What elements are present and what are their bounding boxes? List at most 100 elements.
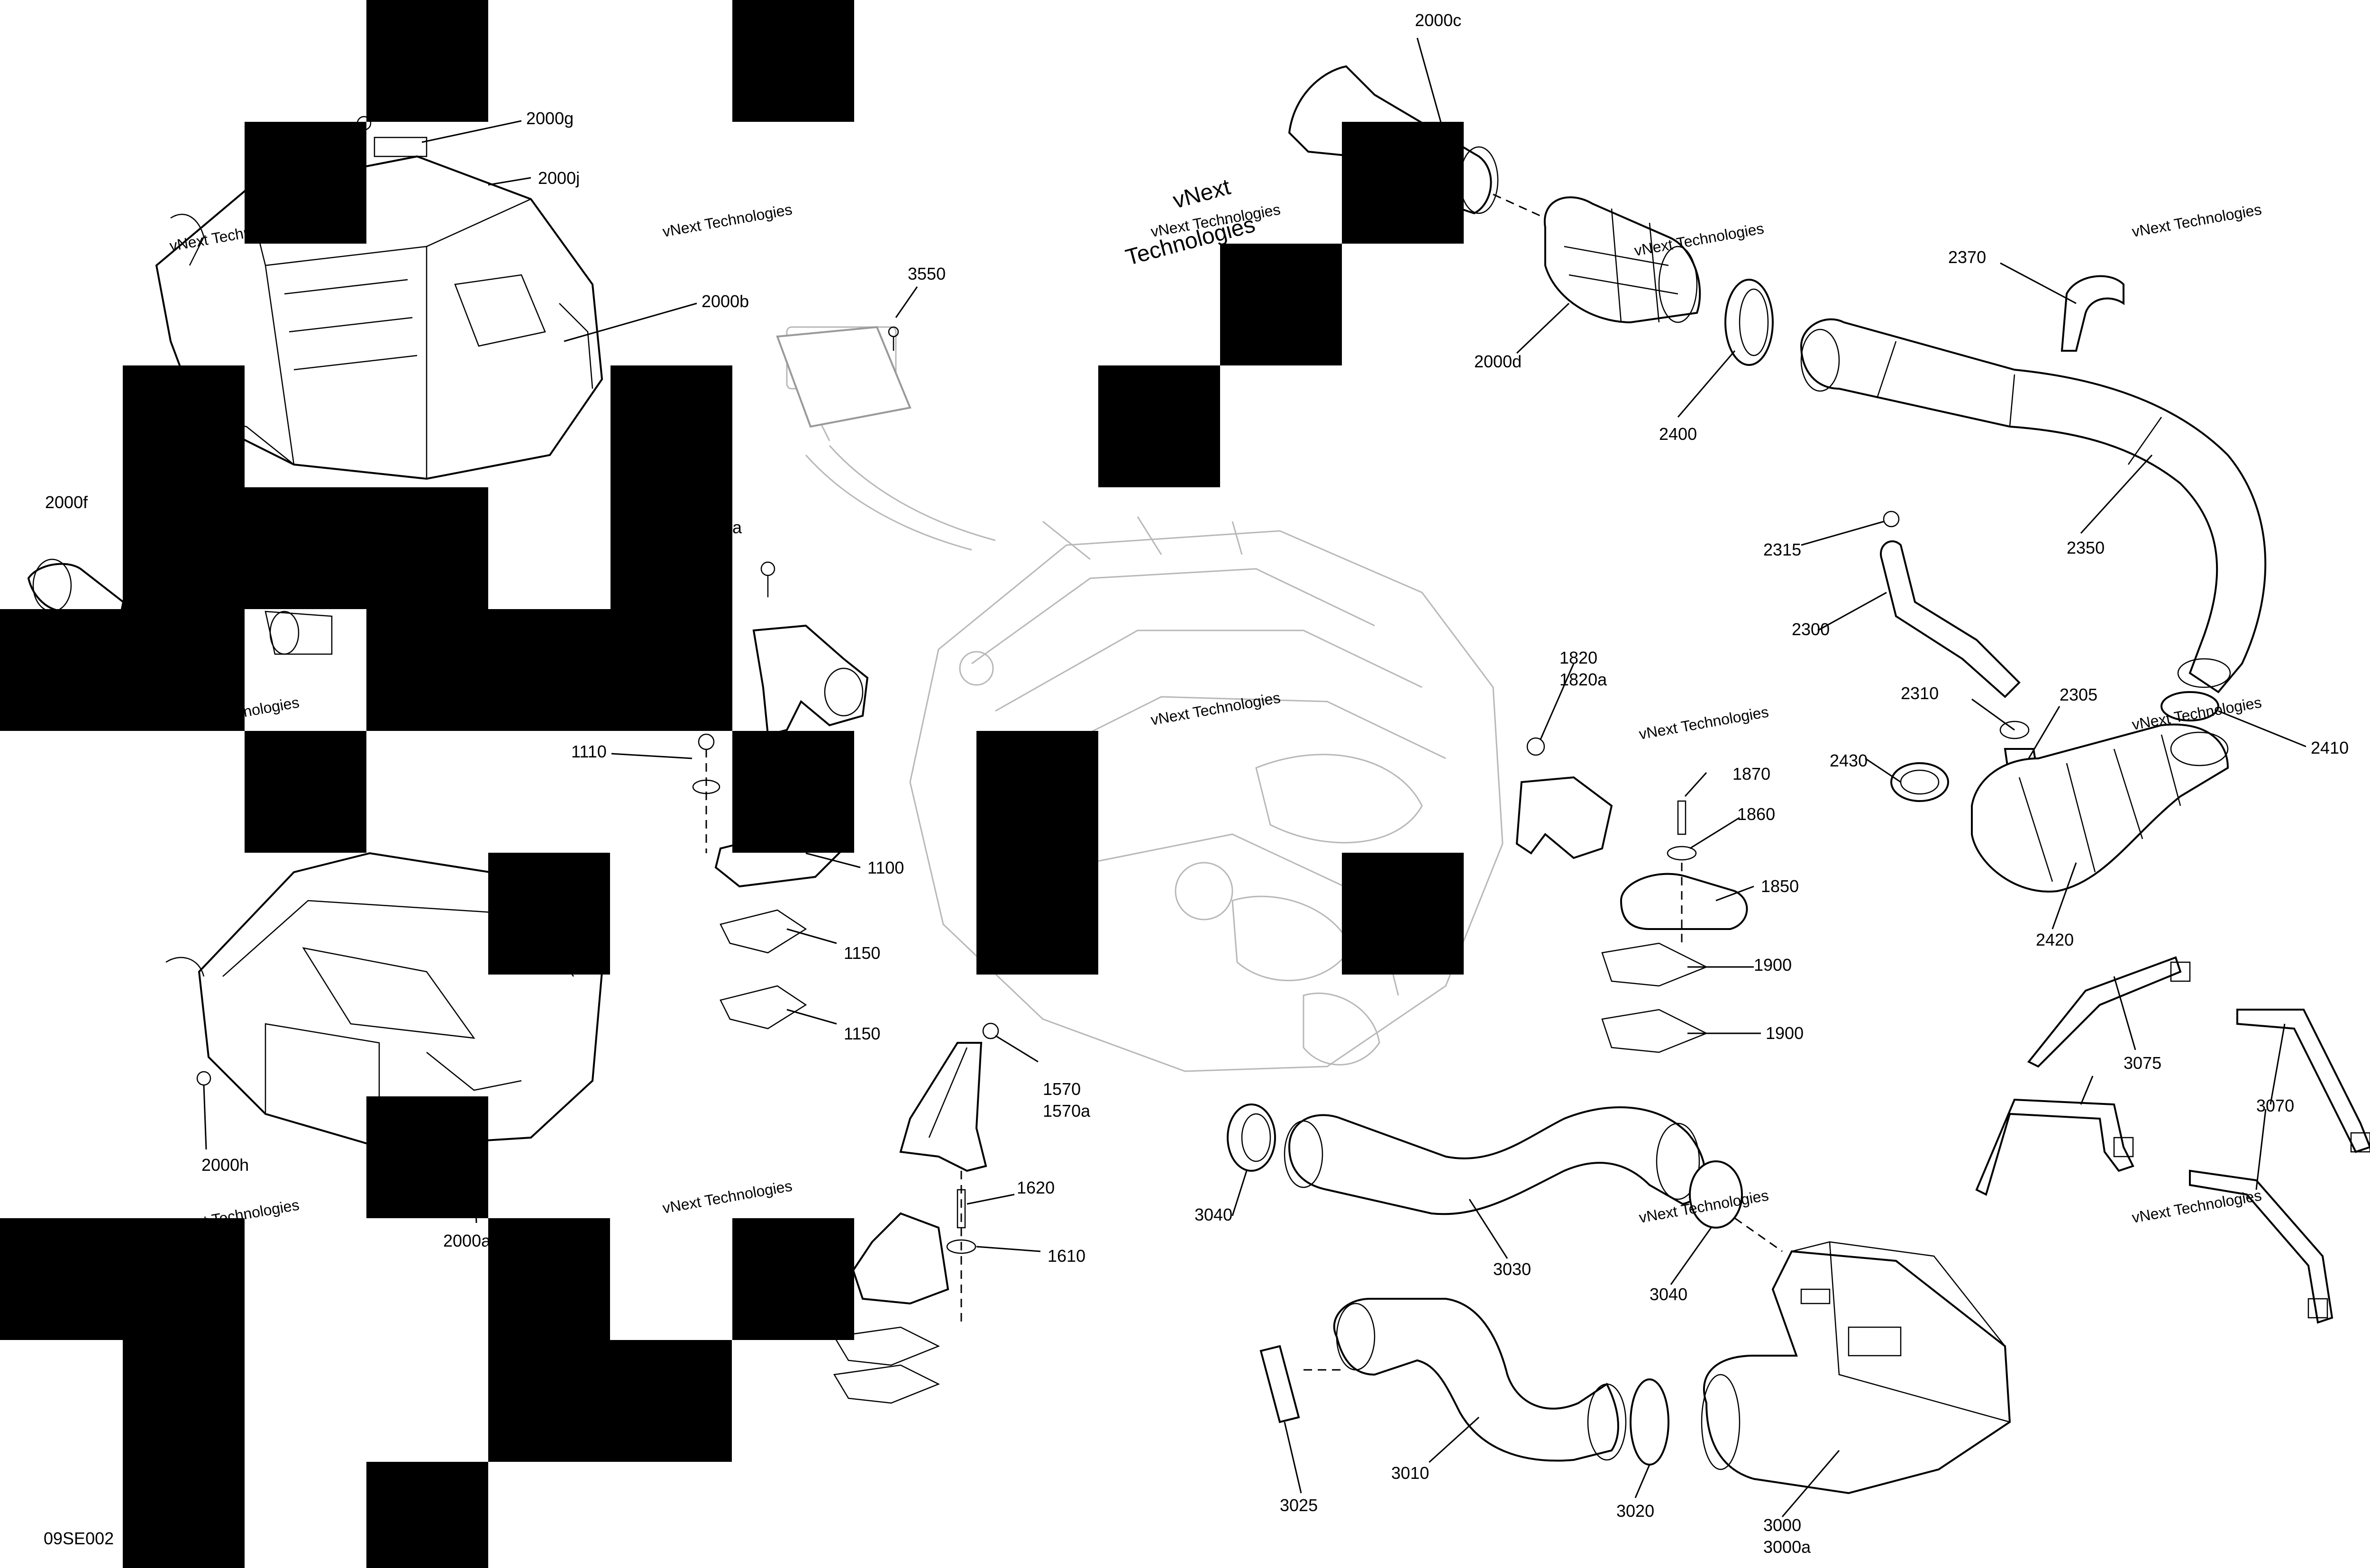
module-3550 — [776, 326, 912, 428]
boot-2420 — [1971, 723, 2229, 893]
label-1860: 1860 — [1737, 804, 1775, 824]
bracket-1850-assembly — [1515, 737, 1748, 1053]
clamp-3040-right — [1689, 1160, 1743, 1229]
label-2420: 2420 — [2036, 930, 2074, 949]
label-2000h: 2000h — [201, 1155, 249, 1175]
label-1820a: 1820a — [1559, 670, 1607, 689]
redaction-block — [366, 0, 488, 122]
watermark-1: vNext Technologies — [661, 201, 793, 240]
diagram-code: 09SE002 — [44, 1529, 114, 1548]
bracket-1570-assembly — [833, 1022, 999, 1404]
label-3025: 3025 — [1280, 1495, 1318, 1515]
redaction-block — [366, 1462, 488, 1568]
label-3040-b: 3040 — [1650, 1285, 1687, 1304]
redaction-block — [0, 609, 245, 731]
label-2000j: 2000j — [538, 168, 580, 188]
redaction-block — [976, 731, 1098, 975]
redaction-block — [1098, 365, 1220, 487]
label-2310: 2310 — [1901, 684, 1939, 703]
intercooler-3000 — [1701, 1217, 2011, 1495]
clamp-3040-left — [1227, 1103, 1276, 1172]
watermark-10: vNext Technologies — [2131, 1186, 2263, 1226]
label-2305: 2305 — [2060, 685, 2097, 704]
label-1150-a: 1150 — [844, 943, 880, 963]
label-2000a: 2000a — [443, 1231, 491, 1250]
label-1820: 1820 — [1559, 648, 1597, 667]
label-2315: 2315 — [1763, 540, 1801, 559]
intake-hose-2350 — [1800, 318, 2267, 693]
clip-2370 — [2060, 275, 2124, 352]
hose-3010 — [1304, 1298, 1627, 1462]
label-2400: 2400 — [1659, 424, 1697, 444]
callout-labels: 2000g 2000j 2000b 2000f 2000h 2000a 3550… — [44, 10, 2349, 1557]
redaction-block — [1342, 853, 1464, 975]
redaction-block — [123, 365, 245, 609]
watermark-4: vNext Technologies — [2131, 201, 2263, 240]
label-2410: 2410 — [2311, 738, 2349, 757]
redaction-block — [245, 487, 488, 609]
label-1150-b: 1150 — [844, 1024, 880, 1043]
clamp-3020 — [1630, 1378, 1669, 1466]
redaction-block — [245, 731, 366, 853]
label-3010: 3010 — [1391, 1463, 1429, 1483]
strap-3075 — [1975, 956, 2191, 1196]
clamp-2400 — [1724, 279, 1774, 366]
strap-3070 — [2189, 1009, 2370, 1324]
hose-3030 — [1284, 1106, 1706, 1215]
redaction-block — [732, 0, 854, 122]
watermark-6: vNext Technologies — [1638, 703, 1770, 743]
label-1100: 1100 — [867, 858, 904, 877]
label-1610: 1610 — [1048, 1246, 1085, 1266]
label-1870: 1870 — [1732, 764, 1770, 784]
redaction-blocks — [0, 0, 1464, 1568]
watermark-3: vNext Technologies — [1633, 219, 1765, 259]
redaction-block — [1342, 122, 1464, 244]
clamp-2430 — [1890, 762, 1949, 802]
label-2000b: 2000b — [702, 292, 749, 311]
label-2000f: 2000f — [45, 492, 88, 512]
label-3040-a: 3040 — [1194, 1205, 1232, 1224]
redaction-block — [366, 609, 732, 731]
label-2000g: 2000g — [526, 109, 574, 128]
label-3550: 3550 — [908, 264, 946, 283]
label-1110: 1110 — [571, 742, 607, 761]
redaction-block — [488, 1340, 732, 1462]
watermark-5: vNext Technologies — [1149, 689, 1282, 729]
label-1570a: 1570a — [1043, 1101, 1091, 1121]
redaction-block — [611, 365, 732, 609]
redaction-block — [123, 1340, 245, 1568]
redaction-block — [245, 122, 366, 244]
label-3000a: 3000a — [1763, 1537, 1811, 1557]
redaction-block — [0, 1218, 245, 1340]
label-2430: 2430 — [1830, 751, 1868, 770]
redaction-block — [732, 731, 854, 853]
clamp-2410 — [2160, 691, 2219, 721]
watermark-line1: vNext — [1170, 174, 1233, 214]
label-2350: 2350 — [2067, 538, 2105, 557]
sensor-3025 — [1259, 1345, 1300, 1423]
redaction-block — [488, 853, 610, 975]
label-3020: 3020 — [1616, 1501, 1654, 1521]
label-3070: 3070 — [2256, 1096, 2294, 1115]
redaction-block — [366, 1096, 488, 1218]
label-1850: 1850 — [1761, 876, 1799, 896]
label-3030: 3030 — [1493, 1259, 1531, 1279]
label-3075: 3075 — [2124, 1053, 2161, 1073]
label-2300: 2300 — [1792, 620, 1830, 639]
label-2000c: 2000c — [1415, 10, 1461, 30]
hose-2300 — [1880, 511, 2021, 698]
label-1570: 1570 — [1043, 1079, 1081, 1099]
label-1900-b: 1900 — [1766, 1023, 1804, 1043]
throttle-body-2000d — [1543, 196, 1701, 324]
label-3000: 3000 — [1763, 1515, 1801, 1535]
redaction-block — [488, 1218, 610, 1340]
label-2000d: 2000d — [1474, 352, 1522, 371]
label-1620: 1620 — [1017, 1178, 1055, 1197]
watermark-8: vNext Technologies — [661, 1177, 793, 1217]
redaction-block — [1220, 244, 1342, 365]
label-2370: 2370 — [1948, 247, 1986, 267]
redaction-block — [732, 1218, 854, 1340]
label-1900-a: 1900 — [1754, 955, 1792, 975]
leader-lines — [203, 37, 2306, 1517]
